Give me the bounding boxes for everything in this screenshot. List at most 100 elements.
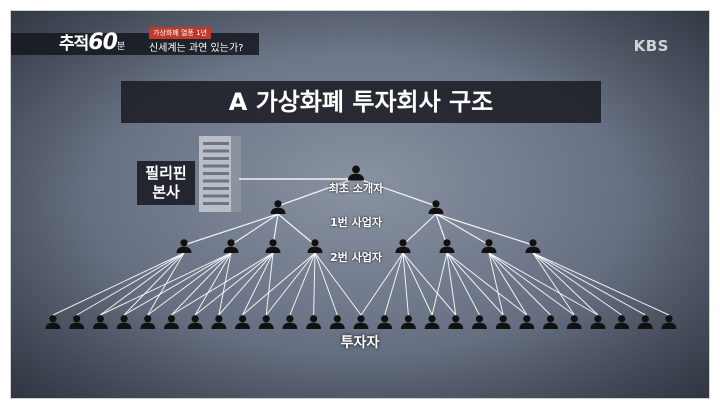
level2-to-investor-line bbox=[446, 252, 528, 316]
level2-to-investor-line bbox=[242, 252, 274, 316]
level2-to-investor-line bbox=[171, 252, 274, 316]
level2-to-investor-line bbox=[532, 252, 670, 316]
level1-to-level2-line bbox=[230, 213, 279, 246]
investor-person-icon bbox=[614, 315, 630, 329]
level2-to-investor-line bbox=[100, 252, 185, 316]
headquarters-label: 필리핀 본사 bbox=[137, 161, 195, 205]
level2-to-investor-line bbox=[532, 252, 599, 316]
level1-to-level2-line bbox=[435, 213, 534, 246]
level2-to-investor-line bbox=[265, 252, 274, 316]
program-logo: 추적60분 bbox=[59, 29, 125, 55]
org-diagram bbox=[45, 136, 677, 329]
level1-to-level2-line bbox=[435, 213, 490, 246]
investor-person-icon bbox=[353, 315, 369, 329]
investor-person-icon bbox=[661, 315, 677, 329]
level2-to-investor-line bbox=[123, 252, 232, 316]
level2-to-investor-line bbox=[446, 252, 480, 316]
level2-to-investor-line bbox=[402, 252, 409, 316]
diagram-title: A 가상화폐 투자회사 구조 bbox=[121, 81, 601, 123]
level2-to-investor-line bbox=[488, 252, 575, 316]
investor-person-icon bbox=[519, 315, 535, 329]
vignette bbox=[11, 11, 709, 398]
level2-to-investor-line bbox=[147, 252, 232, 316]
headquarters-label-line2: 본사 bbox=[152, 183, 180, 201]
investor-person-icon bbox=[45, 315, 61, 329]
investor-person-icon bbox=[472, 315, 487, 329]
investor-person-icon bbox=[69, 315, 85, 329]
level2-to-investor-line bbox=[265, 252, 316, 316]
investor-person-icon bbox=[495, 315, 511, 329]
investor-person-icon bbox=[92, 315, 108, 329]
investor-person-icon bbox=[543, 315, 558, 329]
level2-to-investor-line bbox=[218, 252, 232, 316]
level2-to-investor-line bbox=[314, 252, 338, 316]
level2-to-investor-line bbox=[76, 252, 185, 316]
level2-to-investor-line bbox=[289, 252, 316, 316]
level2-person-icon bbox=[439, 239, 455, 253]
episode-tag: 가상화폐 열풍 1년 bbox=[149, 27, 211, 39]
level2-to-investor-line bbox=[431, 252, 448, 316]
level2-to-investor-line bbox=[488, 252, 599, 316]
investor-person-icon bbox=[211, 315, 227, 329]
level2-to-investor-line bbox=[314, 252, 362, 316]
investor-person-icon bbox=[140, 315, 156, 329]
level2-to-investor-line bbox=[488, 252, 551, 316]
level2-to-investor-line bbox=[194, 252, 232, 316]
level2-label: 2번 사업자 bbox=[330, 251, 382, 264]
level0-to-level1-line bbox=[355, 177, 437, 207]
level2-person-icon bbox=[307, 239, 323, 253]
level2-to-investor-line bbox=[446, 252, 457, 316]
episode-title: 신세계는 과연 있는가? bbox=[149, 43, 244, 54]
investor-person-icon bbox=[637, 315, 653, 329]
level2-to-investor-line bbox=[218, 252, 274, 316]
investor-person-icon bbox=[187, 315, 203, 329]
program-title-unit: 분 bbox=[116, 42, 125, 52]
investor-person-icon bbox=[448, 315, 464, 329]
level2-to-investor-line bbox=[360, 252, 404, 316]
investor-person-icon bbox=[164, 315, 179, 329]
investor-person-icon bbox=[306, 315, 322, 329]
investor-person-icon bbox=[329, 315, 345, 329]
level2-to-investor-line bbox=[488, 252, 504, 316]
investor-person-icon bbox=[566, 315, 582, 329]
level2-person-icon bbox=[395, 239, 411, 253]
investors-label: 투자자 bbox=[340, 335, 380, 351]
level1-person-icon bbox=[270, 200, 286, 214]
level2-to-investor-line bbox=[446, 252, 504, 316]
investor-person-icon bbox=[377, 315, 393, 329]
level2-to-investor-line bbox=[123, 252, 185, 316]
investor-person-icon bbox=[235, 315, 250, 329]
level2-to-investor-line bbox=[52, 252, 185, 316]
level2-to-investor-line bbox=[100, 252, 232, 316]
level2-person-icon bbox=[265, 239, 281, 253]
top-introducer-person-icon bbox=[347, 165, 365, 181]
level2-to-investor-line bbox=[171, 252, 232, 316]
level1-label: 1번 사업자 bbox=[330, 216, 382, 229]
level2-to-investor-line bbox=[242, 252, 316, 316]
level1-to-level2-line bbox=[183, 213, 279, 246]
video-frame: 추적60분 가상화폐 열풍 1년 신세계는 과연 있는가? KBS A 가상화폐… bbox=[10, 10, 710, 399]
investor-person-icon bbox=[258, 315, 274, 329]
level2-person-icon bbox=[176, 239, 192, 253]
broadcaster-logo: KBS bbox=[633, 37, 669, 55]
level2-to-investor-line bbox=[384, 252, 404, 316]
level1-person-icon bbox=[428, 200, 444, 214]
level2-to-investor-line bbox=[532, 252, 575, 316]
level2-to-investor-line bbox=[313, 252, 316, 316]
investor-person-icon bbox=[282, 315, 298, 329]
building-icon bbox=[199, 136, 241, 212]
program-title-text: 추적 bbox=[59, 34, 89, 54]
investor-person-icon bbox=[116, 315, 132, 329]
level2-person-icon bbox=[223, 239, 239, 253]
investor-person-icon bbox=[590, 315, 606, 329]
investor-person-icon bbox=[400, 315, 416, 329]
level1-to-level2-line bbox=[402, 213, 437, 246]
level2-to-investor-line bbox=[488, 252, 528, 316]
level2-to-investor-line bbox=[532, 252, 622, 316]
level2-person-icon bbox=[525, 239, 541, 253]
headquarters-label-line1: 필리핀 bbox=[145, 164, 187, 182]
level0-label: 최초 소개자 bbox=[328, 182, 384, 195]
investor-person-icon bbox=[424, 315, 440, 329]
program-title-number: 60 bbox=[88, 30, 118, 55]
level1-to-level2-line bbox=[277, 213, 316, 246]
